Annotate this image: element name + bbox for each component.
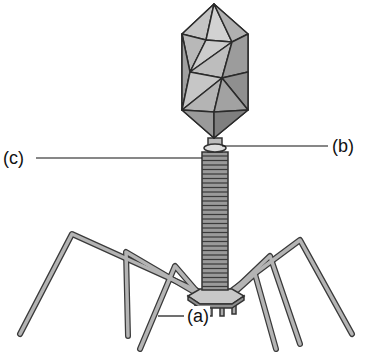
sheath-ring	[202, 200, 228, 201]
sheath-ring	[202, 245, 228, 246]
sheath-ring	[202, 263, 228, 264]
sheath-ring	[202, 191, 228, 192]
sheath-ring	[202, 169, 228, 170]
collar	[204, 138, 226, 152]
sheath-ring	[202, 205, 228, 206]
sheath-ring	[202, 241, 228, 242]
sheath-ring	[202, 227, 228, 228]
sheath-ring	[202, 223, 228, 224]
sheath-ring	[202, 196, 228, 197]
capsid-head	[182, 4, 248, 138]
part-label: (b)	[331, 136, 355, 156]
sheath-ring	[202, 164, 228, 165]
sheath-ring	[202, 182, 228, 183]
part-label: (a)	[186, 306, 210, 326]
sheath-ring	[202, 268, 228, 269]
sheath-ring	[202, 272, 228, 273]
sheath-ring	[202, 209, 228, 210]
sheath-ring	[202, 218, 228, 219]
sheath-ring	[202, 236, 228, 237]
sheath-ring	[202, 281, 228, 282]
sheath-ring	[202, 277, 228, 278]
tail-fibers	[20, 234, 352, 349]
leader-lines	[36, 146, 328, 316]
sheath-ring	[202, 286, 228, 287]
sheath-ring	[202, 178, 228, 179]
sheath-ring	[202, 259, 228, 260]
tail-sheath	[202, 152, 228, 290]
sheath-ring	[202, 214, 228, 215]
sheath-ring	[202, 232, 228, 233]
sheath-ring	[202, 155, 228, 156]
sheath-ring	[202, 160, 228, 161]
sheath-ring	[202, 173, 228, 174]
sheath-ring	[202, 254, 228, 255]
sheath-ring	[202, 250, 228, 251]
sheath-ring	[202, 187, 228, 188]
part-label: (c)	[2, 148, 25, 168]
